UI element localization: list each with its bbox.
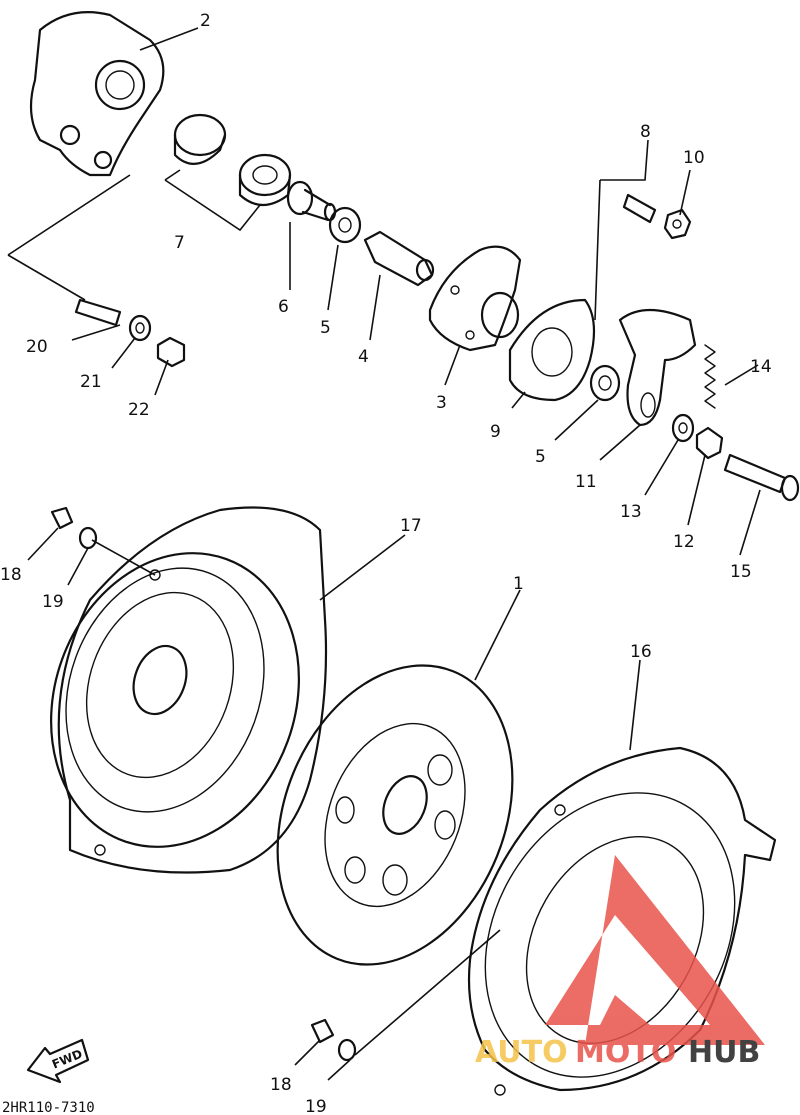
diagram-code: 2HR110-7310 [2,1100,95,1115]
part-21-washer [128,314,152,342]
callout-7: 7 [174,233,185,253]
leader-lines [7,27,761,1081]
watermark-auto: AUTO [475,1035,568,1070]
callout-5b: 5 [535,447,546,467]
part-19-washer-lower [337,1038,357,1062]
part-18-bolt-lower [310,1018,335,1044]
part-15-spring [704,344,716,409]
part-14-washer [671,413,695,443]
callout-20: 20 [26,337,48,357]
part-5-bearing-upper [328,206,362,244]
callout-1: 1 [513,574,524,594]
part-20-stud [74,298,122,327]
part-18-bolt-upper [50,506,74,530]
callout-15: 14 [750,357,772,377]
callout-2: 2 [200,11,211,31]
callout-19b: 19 [305,1097,327,1115]
callout-18b: 18 [270,1075,292,1095]
callout-3: 3 [436,393,447,413]
callout-14: 13 [620,502,642,522]
callout-9: 9 [490,422,501,442]
callout-5: 5 [320,318,331,338]
callout-11: 11 [575,472,597,492]
fwd-arrow: FWD [26,1038,90,1084]
part-10-nut [663,208,692,240]
callout-13: 12 [673,532,695,552]
part-5-bearing-lower [589,364,621,402]
callout-4: 4 [358,347,369,367]
part-8-stud [622,193,657,224]
part-19-washer-upper [78,526,98,550]
part-4-lever [363,230,435,287]
part-6-shaft [286,180,337,222]
watermark-triangle [545,855,765,1045]
callout-labels: 2 7 6 5 4 8 10 20 21 22 3 9 5 11 14 13 1… [0,11,772,1115]
callout-17: 17 [400,516,422,536]
part-7-cap-set [173,113,292,207]
part-13-nut [695,426,724,460]
part-9-gasket [508,298,596,402]
watermark-logo: AUTO MOTO HUB [475,855,765,1070]
callout-21: 21 [80,372,102,392]
part-11-cam-lever [618,309,697,427]
part-16-rear-cover [467,746,777,1096]
callout-18: 18 [0,565,22,585]
callout-12: 15 [730,562,752,582]
part-2-bracket [29,11,165,177]
callout-22: 22 [128,400,150,420]
watermark-hub: HUB [688,1035,760,1070]
part-12-bolt [723,453,800,502]
part-17-cover [50,506,328,874]
part-1-disc [276,664,514,966]
watermark-moto: MOTO [575,1035,676,1070]
callout-16: 16 [630,642,652,662]
callout-19: 19 [42,592,64,612]
fwd-label: FWD [50,1047,84,1072]
callout-8: 8 [640,122,651,142]
callout-10: 10 [683,148,705,168]
part-3-housing [428,245,522,352]
part-22-nut [156,336,186,368]
callout-6: 6 [278,297,289,317]
